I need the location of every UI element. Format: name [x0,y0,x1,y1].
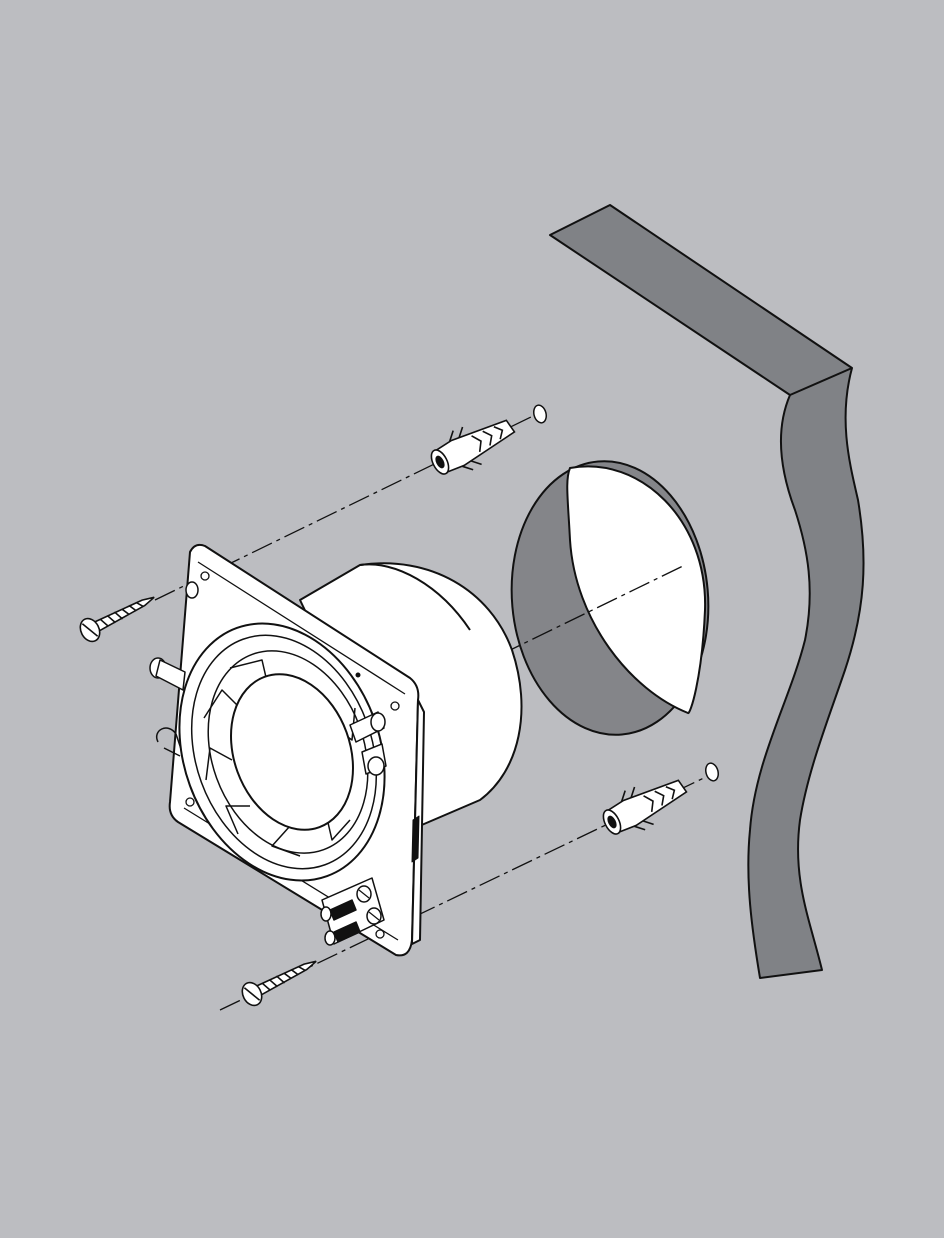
pilot-hole-upper [533,404,547,424]
screw-slot [243,987,261,1001]
terminal-wire [333,921,361,943]
wall-plug-upper [430,419,516,475]
screw-upper [79,596,155,643]
plug-ribs [643,785,676,812]
screw-thread [261,966,306,991]
plug-fins [448,426,482,471]
side-fixings [349,711,387,776]
plug-ribs [471,425,504,452]
duct-hole [510,460,710,736]
terminal-block [320,877,385,946]
screw-lower [241,960,317,1007]
side-clip [411,815,420,863]
fan-hub [230,673,354,831]
rear-peg-shaft [155,659,186,691]
plate-hole [200,571,210,581]
plug-bore [435,455,445,469]
plug-bore [607,815,617,829]
wall-section [549,204,865,979]
screw-thread [99,602,144,627]
plate-hole [390,701,400,711]
cable-clip [155,727,183,757]
terminal-wire [329,899,357,921]
center-axis [499,564,686,656]
hole-inner-light [566,465,707,715]
plate-hole [185,797,195,807]
fan-body [149,543,523,957]
wall-top-edge [789,367,853,396]
pilot-hole-lower [705,762,719,782]
rear-peg [185,581,199,599]
plate-dot [355,672,361,678]
wall-plug-lower [602,779,688,835]
spigot-rear-edge [359,563,471,631]
screw-slot [81,623,99,637]
plate-hole [375,929,385,939]
wall-section-icon [549,204,865,979]
plug-fins [620,786,654,831]
